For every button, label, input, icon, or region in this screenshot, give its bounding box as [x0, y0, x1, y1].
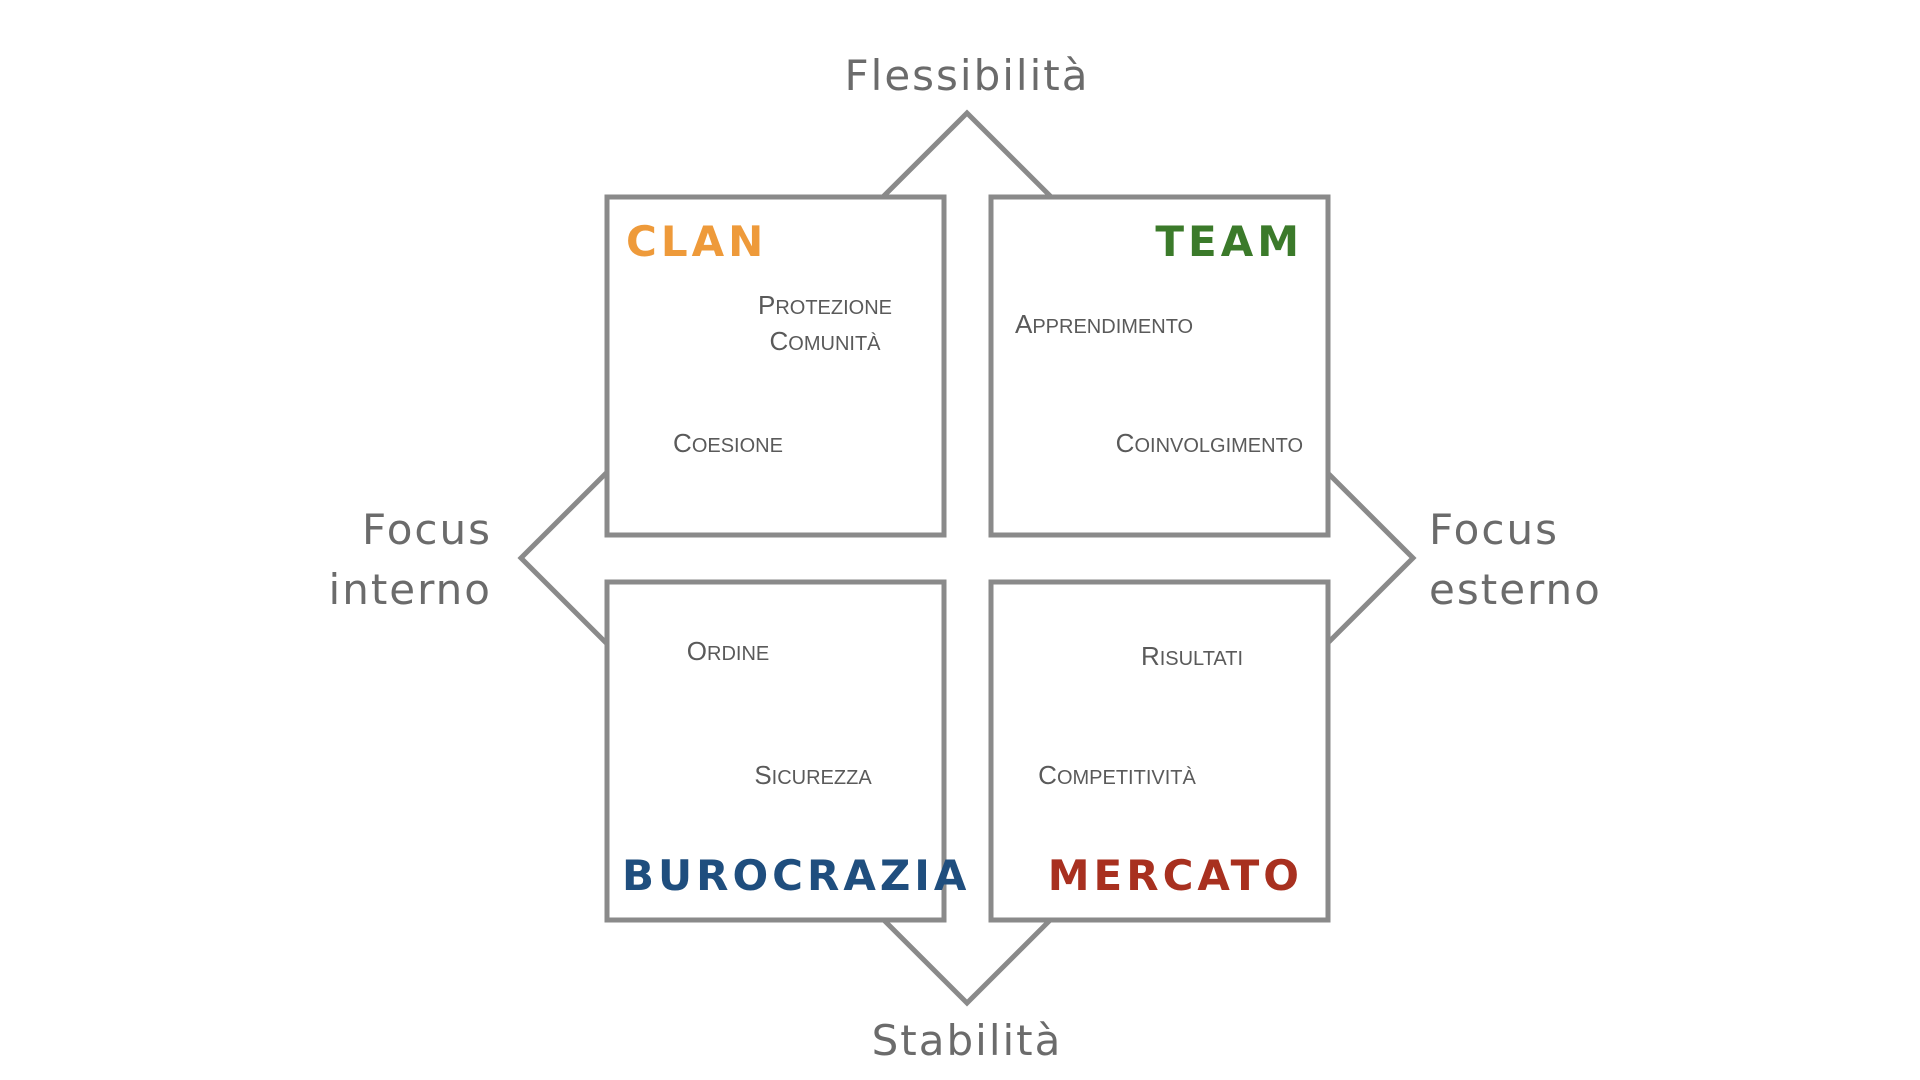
burocrazia-title: BUROCRAZIA: [622, 851, 970, 900]
team-value-apprendimento: APPRENDIMENTO: [1015, 309, 1193, 339]
mercato-value-competitivita: COMPETITIVITÀ: [1038, 760, 1196, 790]
box-clan: [604, 194, 947, 538]
box-team: [988, 194, 1331, 538]
burocrazia-value-ordine: ORDINE: [687, 636, 769, 666]
axis-left-label-line1: Focus: [362, 505, 492, 554]
box-burocrazia: [604, 579, 947, 923]
mercato-title: MERCATO: [1048, 851, 1303, 900]
axis-bottom-label: Stabilità: [872, 1016, 1063, 1065]
axis-left-label-line2: interno: [329, 565, 492, 614]
team-title: TEAM: [1155, 217, 1303, 266]
clan-value-protezione: PROTEZIONE: [758, 290, 892, 320]
burocrazia-value-sicurezza: SICUREZZA: [754, 760, 872, 790]
clan-title: CLAN: [626, 217, 767, 266]
axis-top-label: Flessibilità: [845, 51, 1090, 100]
clan-value-coesione: COESIONE: [673, 428, 783, 458]
clan-value-comunita: COMUNITÀ: [770, 326, 882, 356]
box-mercato: [988, 579, 1331, 923]
team-value-coinvolgimento: COINVOLGIMENTO: [1116, 428, 1303, 458]
axis-right-label-line2: esterno: [1429, 565, 1602, 614]
axis-right-label-line1: Focus: [1429, 505, 1559, 554]
mercato-value-risultati: RISULTATI: [1141, 641, 1243, 671]
